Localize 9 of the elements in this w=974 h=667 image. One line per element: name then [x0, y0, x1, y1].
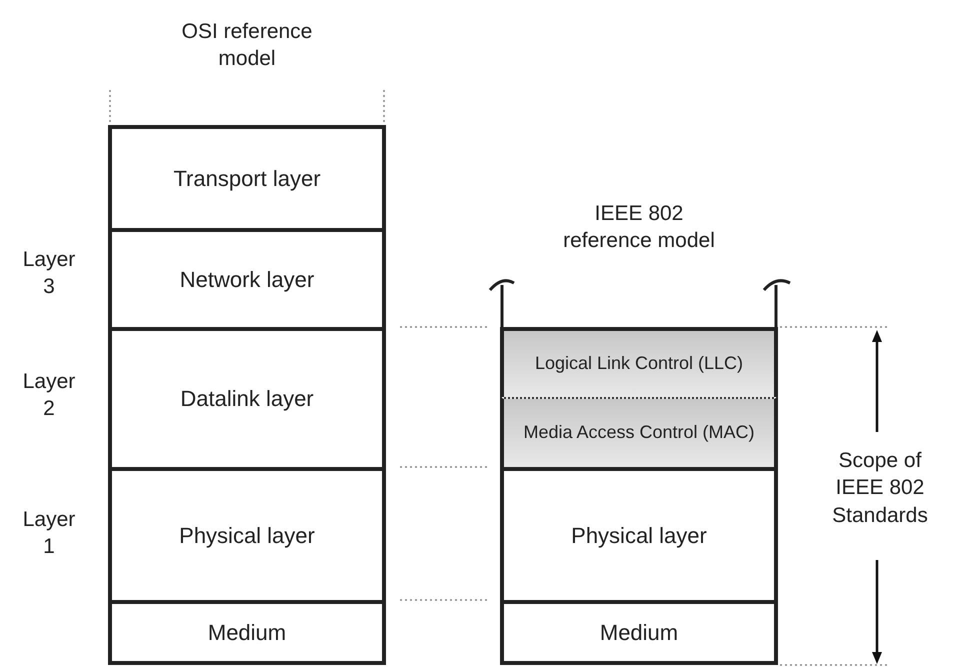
layer-box: Logical Link Control (LLC) [500, 327, 778, 397]
layer-box: Physical layer [500, 467, 778, 600]
layer-box: Medium [500, 600, 778, 665]
layer-box: Medium [108, 600, 386, 665]
layer-box: Datalink layer [108, 327, 386, 467]
layer-box: Network layer [108, 228, 386, 327]
layer-box: Physical layer [108, 467, 386, 600]
layer-box: Transport layer [108, 125, 386, 228]
layer-box: Media Access Control (MAC) [500, 397, 778, 467]
